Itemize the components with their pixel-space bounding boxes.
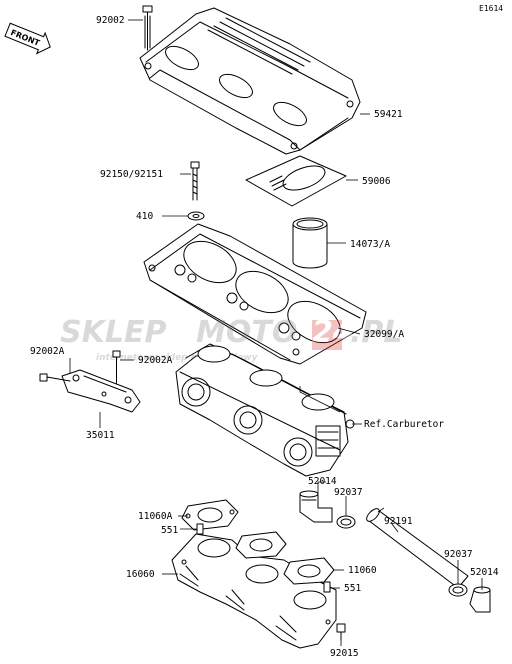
carburetors: [175, 343, 355, 477]
svg-text:24: 24: [312, 315, 354, 350]
label-ref-carburetor: Ref.Carburetor: [364, 419, 444, 430]
label-14073: 14073/A: [350, 239, 390, 250]
front-arrow-icon: FRONT: [4, 22, 51, 55]
label-59006: 59006: [362, 176, 391, 187]
label-11060: 11060: [348, 565, 377, 576]
label-92002a-left: 92002A: [30, 346, 65, 357]
part-labels: 92002 59421 92150/92151 59006 410 14073/…: [30, 15, 499, 659]
bolt-92150: [190, 161, 200, 201]
label-410: 410: [136, 211, 153, 222]
tube-14073: [292, 217, 328, 269]
base-32099: [143, 223, 367, 365]
clamp-92037-lower: [448, 583, 468, 597]
svg-text:SKLEP: SKLEP: [60, 315, 166, 350]
gasket-11060a: [181, 499, 239, 531]
pin-551-lower: [323, 581, 331, 593]
nut-92015: [336, 623, 346, 641]
label-92037-lower: 92037: [444, 549, 473, 560]
label-551-lower: 551: [344, 583, 361, 594]
filter-59006: [245, 155, 347, 207]
label-92015: 92015: [330, 648, 359, 659]
bracket-35011: [61, 369, 141, 413]
manifold-16060: [171, 533, 337, 649]
label-52014-upper: 52014: [308, 476, 337, 487]
svg-text:internetowy sklep motocyklowy: internetowy sklep motocyklowy: [96, 353, 259, 363]
label-92002-top: 92002: [96, 15, 125, 26]
leader-lines: [69, 19, 483, 646]
watermark: SKLEP MOTO 24 .PL internetowy sklep moto…: [60, 315, 403, 363]
label-35011: 35011: [86, 430, 115, 441]
washer-410: [187, 211, 205, 221]
svg-text:MOTO: MOTO: [196, 315, 297, 350]
hose-92191: [366, 508, 469, 589]
gasket-11060-right: [283, 557, 335, 585]
svg-text:.PL: .PL: [350, 315, 403, 350]
clamp-92037-upper: [336, 515, 356, 529]
elbow-52014-upper: [299, 490, 333, 523]
bolt-92002: [142, 5, 153, 51]
gasket-11060-mid: [235, 531, 287, 559]
diagram-code: E1614: [479, 4, 503, 13]
bolt-92002a-left: [39, 373, 71, 382]
elbow-52014-lower: [469, 586, 491, 613]
label-59421: 59421: [374, 109, 403, 120]
label-92150: 92150/92151: [100, 169, 163, 180]
label-92002a-right: 92002A: [138, 355, 173, 366]
bolt-92002a-right: [112, 350, 121, 385]
label-11060a: 11060A: [138, 511, 173, 522]
label-32099: 32099/A: [364, 329, 404, 340]
label-16060: 16060: [126, 569, 155, 580]
label-52014-lower: 52014: [470, 567, 499, 578]
pin-551-upper: [196, 523, 204, 535]
label-551-upper: 551: [161, 525, 178, 536]
label-92191: 92191: [384, 516, 413, 527]
cover-59421: [139, 7, 361, 155]
label-92037-upper: 92037: [334, 487, 363, 498]
